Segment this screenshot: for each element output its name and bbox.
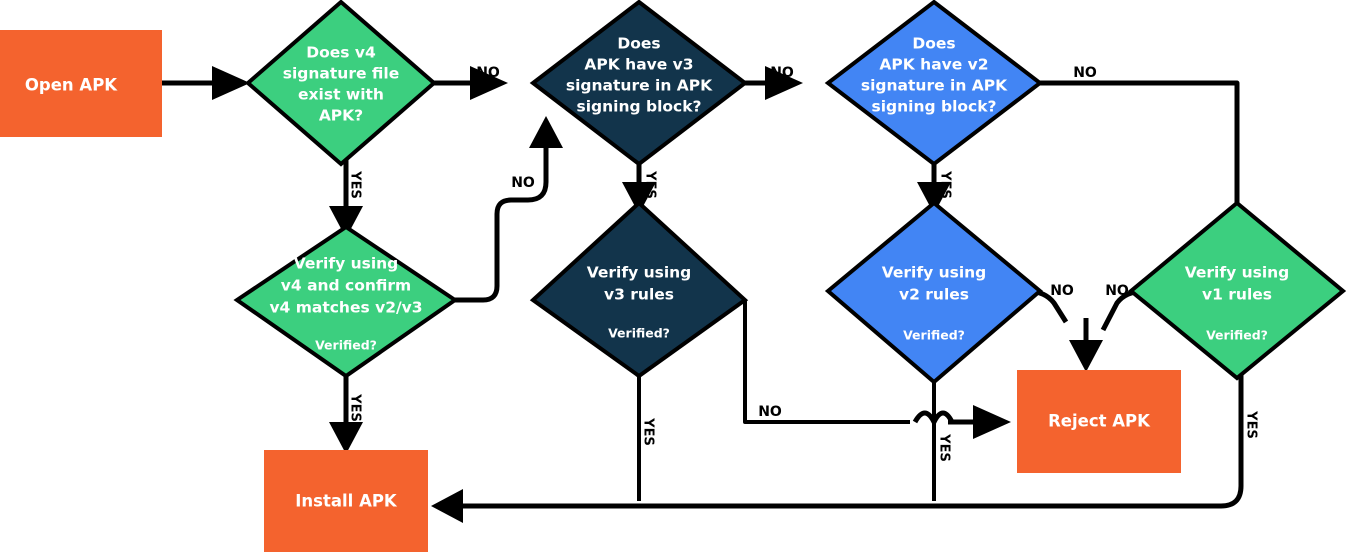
node-reject-apk[interactable]: Reject APK (1017, 370, 1181, 473)
verify-v2-sub: Verified? (903, 328, 965, 343)
verify-v4-line-1: Verify using (294, 255, 399, 273)
verify-v4-line-2: v4 and confirm (281, 277, 411, 295)
reject-apk-box[interactable] (1017, 370, 1181, 473)
edge-label-no: NO (511, 175, 535, 191)
edge-verifyv3-yes: YES (637, 355, 656, 501)
v3-exists-line-2: APK have v3 (584, 56, 693, 74)
v4-exists-line-2: signature file (283, 65, 399, 83)
edge-reject-entry-arrow (1069, 318, 1103, 372)
v2-exists-line-4: signing block? (871, 98, 996, 116)
edge-verifyv2-yes: YES (932, 382, 952, 501)
edge-v3exists-yes: YES (622, 160, 658, 214)
edge-verifyv4-no-v3: NO (455, 116, 563, 303)
edge-label-no: NO (1073, 65, 1097, 81)
edge-v2exists-yes: YES (917, 160, 953, 214)
edge-label-no: NO (758, 404, 782, 420)
node-install-apk[interactable]: Install APK (264, 450, 428, 552)
v2-exists-diamond[interactable] (824, 0, 1044, 167)
verify-v1-sub: Verified? (1206, 328, 1268, 343)
verify-v3-line-1: Verify using (587, 264, 692, 282)
verify-v4-diamond[interactable] (233, 224, 459, 379)
node-v4-exists[interactable]: Does v4 signature file exist with APK? (244, 0, 438, 167)
edge-verifyv4-yes: YES (329, 376, 363, 454)
install-apk-label: Install APK (295, 492, 398, 511)
edge-label-no: NO (1105, 283, 1129, 299)
edge-label-yes: YES (1244, 410, 1259, 439)
verify-v1-line-1: Verify using (1185, 264, 1290, 282)
v4-exists-line-1: Does v4 (306, 44, 376, 62)
verify-v4-sub: Verified? (315, 338, 377, 353)
edge-open-to-v4 (162, 66, 250, 100)
node-v2-exists[interactable]: Does APK have v2 signature in APK signin… (824, 0, 1044, 167)
node-verify-v1[interactable]: Verify using v1 rules Verified? (1127, 200, 1347, 381)
v4-exists-line-3: exist with (298, 86, 384, 104)
node-v3-exists[interactable]: Does APK have v3 signature in APK signin… (529, 0, 749, 167)
edge-label-no: NO (770, 65, 794, 81)
edge-label-yes: YES (938, 170, 953, 199)
edge-label-yes: YES (937, 433, 952, 462)
edge-label-no: NO (476, 65, 500, 81)
edge-v4exists-yes: YES (329, 160, 363, 238)
verify-v3-sub: Verified? (608, 326, 670, 341)
verify-v4-line-3: v4 matches v2/v3 (269, 299, 422, 317)
verify-v1-line-2: v1 rules (1202, 286, 1272, 304)
v4-exists-line-4: APK? (319, 107, 363, 125)
edge-merge-to-reject (948, 405, 1011, 439)
v3-exists-diamond[interactable] (529, 0, 749, 167)
node-open-apk[interactable]: Open APK (0, 30, 162, 137)
edge-label-yes: YES (641, 417, 656, 446)
v2-exists-line-1: Does (912, 35, 955, 53)
edge-label-yes: YES (348, 170, 363, 199)
verify-v3-line-2: v3 rules (604, 286, 674, 304)
edge-label-yes: YES (348, 393, 363, 422)
verify-v2-diamond[interactable] (824, 200, 1044, 385)
edge-label-yes: YES (643, 170, 658, 199)
edge-v2exists-no-v1: NO (1026, 65, 1240, 228)
open-apk-box[interactable] (0, 30, 162, 137)
v2-exists-line-2: APK have v2 (879, 56, 988, 74)
open-apk-label: Open APK (25, 76, 118, 95)
edge-crossing-hop (912, 410, 955, 428)
v4-exists-diamond[interactable] (244, 0, 438, 167)
verify-v1-diamond[interactable] (1127, 200, 1347, 381)
node-verify-v3[interactable]: Verify using v3 rules Verified? (529, 200, 749, 379)
install-apk-box[interactable] (264, 450, 428, 552)
edge-label-no: NO (1050, 283, 1074, 299)
node-verify-v2[interactable]: Verify using v2 rules Verified? (824, 200, 1044, 385)
v3-exists-line-1: Does (617, 35, 660, 53)
v3-exists-line-4: signing block? (576, 98, 701, 116)
edge-verifyv3-no: NO (743, 300, 910, 424)
node-verify-v4[interactable]: Verify using v4 and confirm v4 matches v… (233, 224, 459, 379)
v3-exists-line-3: signature in APK (566, 77, 713, 95)
edge-verifyv1-yes: YES (431, 355, 1259, 523)
v2-exists-line-3: signature in APK (861, 77, 1008, 95)
reject-apk-label: Reject APK (1048, 412, 1151, 431)
verify-v3-diamond[interactable] (529, 200, 749, 379)
edge-v4exists-no-v3: NO (434, 65, 508, 100)
verify-v2-line-1: Verify using (882, 264, 987, 282)
verify-v2-line-2: v2 rules (899, 286, 969, 304)
